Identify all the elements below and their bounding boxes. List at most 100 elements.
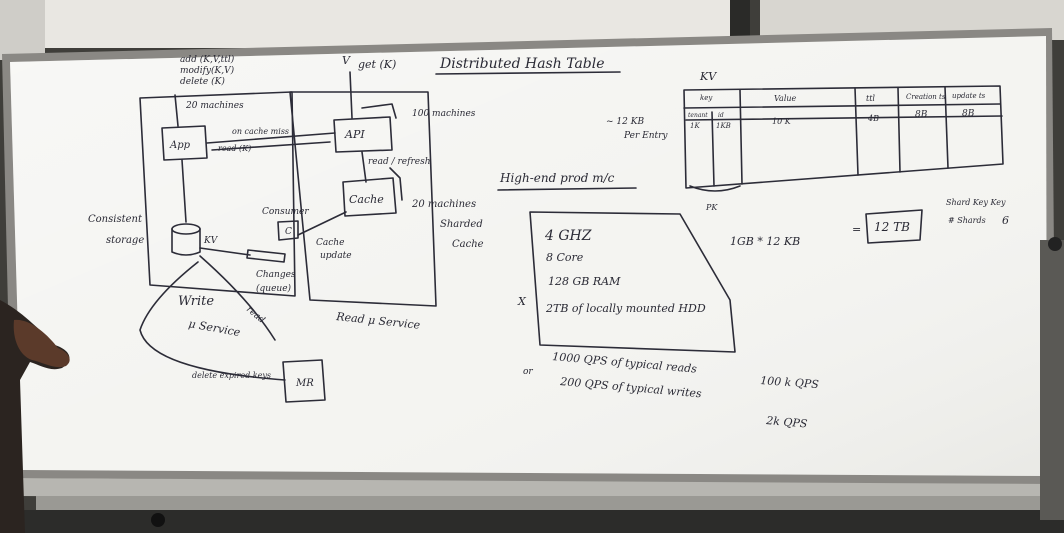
cell-value-size: 10 K — [772, 117, 792, 126]
write-service-box — [139, 91, 296, 297]
cache-update-2: update — [320, 251, 352, 261]
queue-box — [246, 249, 286, 263]
storage-label-1: Consistent — [88, 214, 143, 225]
read-k-arrow — [211, 141, 331, 151]
read-machines: 100 machines — [412, 109, 476, 119]
tray-lip — [36, 496, 1046, 510]
calc-eq: = — [852, 223, 861, 236]
tray-knob — [151, 513, 165, 527]
wall-bolt — [1048, 237, 1062, 251]
get-arrow — [349, 71, 353, 119]
multiplier: X — [517, 295, 527, 308]
calc-left: 1GB * 12 KB — [730, 235, 800, 248]
get-label: get (K) — [358, 58, 396, 71]
kv-label: KV — [203, 236, 219, 246]
app-to-kv-arrow — [181, 159, 187, 223]
high-end-underline — [497, 187, 637, 191]
consumer-box — [277, 220, 299, 241]
specs-box — [529, 211, 736, 353]
pk-brace — [689, 185, 741, 192]
write-app-label: App — [169, 140, 191, 151]
num-shards-value: 6 — [1002, 214, 1009, 227]
table-outline — [683, 85, 1004, 189]
shard-key: Shard Key Key — [946, 198, 1006, 207]
consumer-to-cache — [297, 211, 347, 236]
or-label: or — [523, 367, 533, 377]
cell-id-size: 1KB — [716, 122, 731, 130]
kv-table — [683, 85, 1004, 192]
changes-label-2: (queue) — [256, 283, 292, 294]
read-service-box — [289, 91, 437, 307]
spec-disk: 2TB of locally mounted HDD — [545, 302, 706, 315]
entry-size-1: ~ 12 KB — [606, 117, 644, 127]
cell-ttl-size: 4B — [867, 114, 879, 123]
read-k: read (K) — [218, 144, 251, 153]
cell-tenant: tenant — [688, 112, 708, 119]
cache-update-1: Cache — [316, 238, 344, 248]
delete-expired: delete expired keys — [192, 371, 271, 380]
read-arrow — [199, 255, 276, 341]
col-rule-3 — [897, 87, 901, 173]
cell-tenant-size: 1K — [690, 122, 700, 130]
header-update: update ts — [952, 92, 986, 100]
mr-box — [282, 359, 326, 403]
api-stack — [361, 103, 397, 119]
api-box — [333, 116, 393, 153]
right-edge — [1040, 240, 1064, 520]
spec-cores: 8 Core — [546, 251, 584, 264]
sharded-1: 20 machines — [411, 199, 476, 210]
col-rule-4 — [944, 86, 949, 169]
cell-update-size: 8B — [962, 109, 975, 119]
table-name: KV — [699, 70, 717, 83]
presenter-hand — [13, 319, 70, 368]
write-ops: add (K,V,ttl) modify(K,V) delete (K) — [180, 54, 237, 87]
changes-label-1: Changes — [256, 270, 296, 280]
high-end-label: High-end prod m/c — [499, 171, 615, 185]
write-machines: 20 machines — [185, 101, 244, 111]
spec-ram: 128 GB RAM — [548, 275, 621, 288]
header-creation: Creation ts — [906, 93, 946, 101]
table-header-rule — [683, 103, 1001, 109]
ops-arrow — [174, 94, 179, 127]
floor-shadow — [0, 510, 1064, 533]
cell-id: id — [718, 112, 724, 119]
kv-cylinder — [171, 228, 201, 256]
cell-creation-size: 8B — [915, 110, 928, 120]
board-title: Distributed Hash Table — [439, 56, 605, 72]
calc-result: 12 TB — [874, 220, 910, 234]
read-service-diagram — [289, 71, 437, 307]
writes-total: 2k QPS — [765, 414, 809, 431]
write-service-1: Write — [178, 294, 214, 309]
consumer-label: Consumer — [262, 207, 309, 217]
mr-loop — [139, 261, 286, 381]
sharded-3: Cache — [452, 239, 484, 250]
pk-label: PK — [705, 203, 718, 212]
consumer-box-label: C — [285, 227, 292, 237]
table-row-rule — [685, 115, 1003, 121]
reads-total: 100 k QPS — [760, 374, 820, 391]
col-rule-1 — [739, 89, 743, 185]
cache-stack — [389, 167, 403, 201]
cache-box — [342, 177, 397, 217]
col-rule-2 — [854, 87, 859, 176]
spec-cpu: 4 GHZ — [544, 228, 592, 244]
title-underline — [435, 71, 621, 75]
mr-label: MR — [295, 378, 314, 389]
header-key: key — [700, 94, 713, 102]
storage-label-2: storage — [106, 235, 144, 246]
write-app-box — [161, 125, 208, 161]
col-rule-key-split — [711, 111, 715, 187]
kv-to-queue — [199, 247, 251, 256]
read-refresh: read / refresh — [368, 157, 431, 167]
header-ttl: ttl — [866, 94, 875, 103]
write-service-diagram — [139, 91, 336, 403]
cache-miss-arrow — [206, 132, 336, 144]
calc-result-box — [865, 209, 923, 244]
marker-tray — [14, 478, 1052, 500]
cache-label: Cache — [349, 193, 384, 206]
v-label: V — [342, 54, 351, 67]
on-cache-miss: on cache miss — [232, 127, 289, 136]
left-wall — [0, 0, 45, 60]
sharded-2: Sharded — [440, 219, 483, 230]
